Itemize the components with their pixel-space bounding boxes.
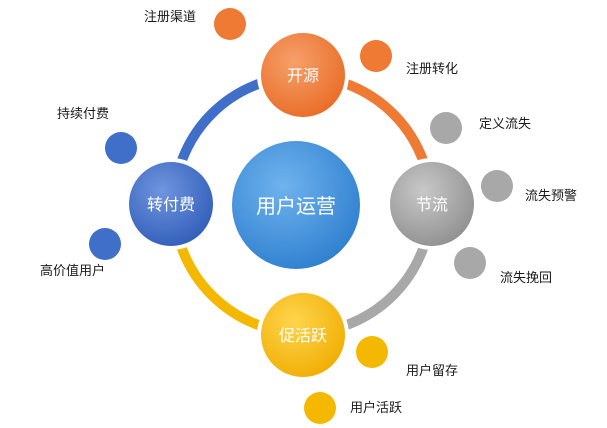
satellite-dot-yonghu-liucun: [356, 336, 388, 368]
satellite-label-dingyi-liushi: 定义流失: [479, 117, 532, 132]
satellite-dot-dingyi-liushi: [430, 112, 462, 144]
satellite-label-yonghu-huoyue: 用户活跃: [350, 401, 403, 416]
satellite-dot-yonghu-huoyue: [304, 392, 336, 424]
satellite-label-gaojiazhi-yonghu: 高价值用户: [40, 264, 106, 279]
stage-label-jieliu: 节流: [416, 195, 448, 214]
satellite-dot-zhuce-qudao: [214, 8, 246, 40]
satellite-label-zhuce-qudao: 注册渠道: [144, 10, 197, 25]
satellite-label-zhuce-zhuanhua: 注册转化: [406, 62, 459, 77]
center-label: 用户运营: [256, 194, 336, 218]
stage-node-jieliu: [386, 158, 478, 250]
stage-node-zhuanfufei: [125, 158, 217, 250]
satellite-label-chixu-fufei: 持续付费: [57, 107, 110, 122]
stage-label-kaiyuan: 开源: [287, 66, 319, 85]
satellite-dot-chixu-fufei: [105, 132, 137, 164]
satellite-label-liushi-yujing: 流失预警: [525, 189, 578, 204]
satellite-label-liushi-wanhui: 流失挽回: [500, 271, 553, 286]
satellite-dot-gaojiazhi-yonghu: [89, 228, 121, 260]
stage-node-kaiyuan: [257, 29, 349, 121]
satellite-dot-liushi-yujing: [481, 170, 513, 202]
stage-label-cuhuoyue: 促活跃: [279, 326, 327, 345]
center-node: [232, 141, 360, 269]
stage-label-zhuanfufei: 转付费: [147, 195, 195, 214]
stage-node-cuhuoyue: [257, 289, 349, 381]
satellite-label-yonghu-liucun: 用户留存: [406, 364, 459, 379]
satellite-dot-liushi-wanhui: [454, 247, 486, 279]
satellite-dot-zhuce-zhuanhua: [360, 40, 392, 72]
